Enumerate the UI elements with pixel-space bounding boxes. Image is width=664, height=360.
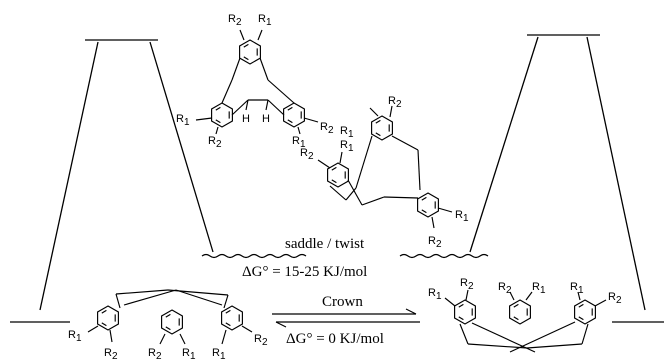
- left-wavy-bond: [201, 253, 307, 259]
- svg-text:R: R: [608, 291, 616, 303]
- svg-text:R: R: [228, 13, 236, 25]
- svg-text:2: 2: [506, 285, 512, 296]
- svg-text:1: 1: [436, 291, 442, 302]
- right-ascending-line: [469, 36, 539, 253]
- svg-text:H: H: [262, 113, 270, 125]
- svg-text:R: R: [148, 347, 156, 359]
- svg-text:2: 2: [308, 151, 314, 162]
- barrier-energy-label: ΔG° = 15-25 KJ/mol: [242, 264, 367, 280]
- svg-text:R: R: [300, 147, 308, 159]
- svg-text:2: 2: [468, 281, 474, 292]
- svg-text:R: R: [498, 281, 506, 293]
- svg-text:R: R: [320, 121, 328, 133]
- svg-text:1: 1: [300, 139, 306, 150]
- right-wavy-bond: [399, 253, 489, 259]
- svg-text:2: 2: [156, 351, 162, 360]
- ring-hydrogen-left: H: [242, 113, 250, 125]
- svg-text:R: R: [455, 209, 463, 221]
- svg-text:2: 2: [262, 337, 268, 348]
- svg-text:R: R: [208, 135, 216, 147]
- saddle-label: saddle / twist: [285, 236, 365, 252]
- svg-text:R: R: [428, 287, 436, 299]
- svg-text:R: R: [212, 347, 220, 359]
- svg-text:1: 1: [348, 143, 354, 154]
- svg-text:2: 2: [216, 139, 222, 150]
- svg-text:R: R: [258, 13, 266, 25]
- svg-text:R: R: [532, 281, 540, 293]
- svg-text:R: R: [340, 125, 348, 137]
- right-descending-line: [586, 36, 646, 311]
- ring-hydrogen-right: H: [262, 113, 270, 125]
- svg-text:2: 2: [396, 99, 402, 110]
- svg-text:1: 1: [220, 351, 226, 360]
- equilibrium-label: Crown: [322, 294, 363, 310]
- svg-text:R: R: [428, 235, 436, 247]
- svg-text:R: R: [104, 347, 112, 359]
- svg-text:1: 1: [463, 213, 469, 224]
- svg-text:1: 1: [540, 285, 546, 296]
- svg-text:1: 1: [190, 351, 196, 360]
- equilibrium-arrows: Crown ΔG° = 0 KJ/mol: [272, 294, 420, 347]
- svg-text:R: R: [292, 135, 300, 147]
- svg-text:R: R: [388, 95, 396, 107]
- svg-text:2: 2: [236, 17, 242, 28]
- svg-text:2: 2: [616, 295, 622, 306]
- left-descending-line: [149, 41, 214, 253]
- svg-text:R: R: [254, 333, 262, 345]
- svg-text:1: 1: [184, 117, 190, 128]
- svg-text:R: R: [570, 281, 578, 293]
- energy-profile: [10, 34, 664, 323]
- svg-text:R: R: [176, 113, 184, 125]
- equilibrium-energy-label: ΔG° = 0 KJ/mol: [286, 331, 384, 347]
- saddle-region: saddle / twist ΔG° = 15-25 KJ/mol: [201, 236, 489, 280]
- svg-text:1: 1: [76, 333, 82, 344]
- svg-text:1: 1: [266, 17, 272, 28]
- svg-text:2: 2: [436, 239, 442, 250]
- svg-text:1: 1: [578, 285, 584, 296]
- svg-text:R: R: [68, 329, 76, 341]
- svg-text:1: 1: [348, 129, 354, 140]
- svg-text:R: R: [340, 139, 348, 151]
- svg-text:2: 2: [328, 125, 334, 136]
- svg-text:2: 2: [112, 351, 118, 360]
- svg-text:R: R: [182, 347, 190, 359]
- svg-text:R: R: [460, 277, 468, 289]
- left-ascending-line: [39, 41, 99, 311]
- svg-text:H: H: [242, 113, 250, 125]
